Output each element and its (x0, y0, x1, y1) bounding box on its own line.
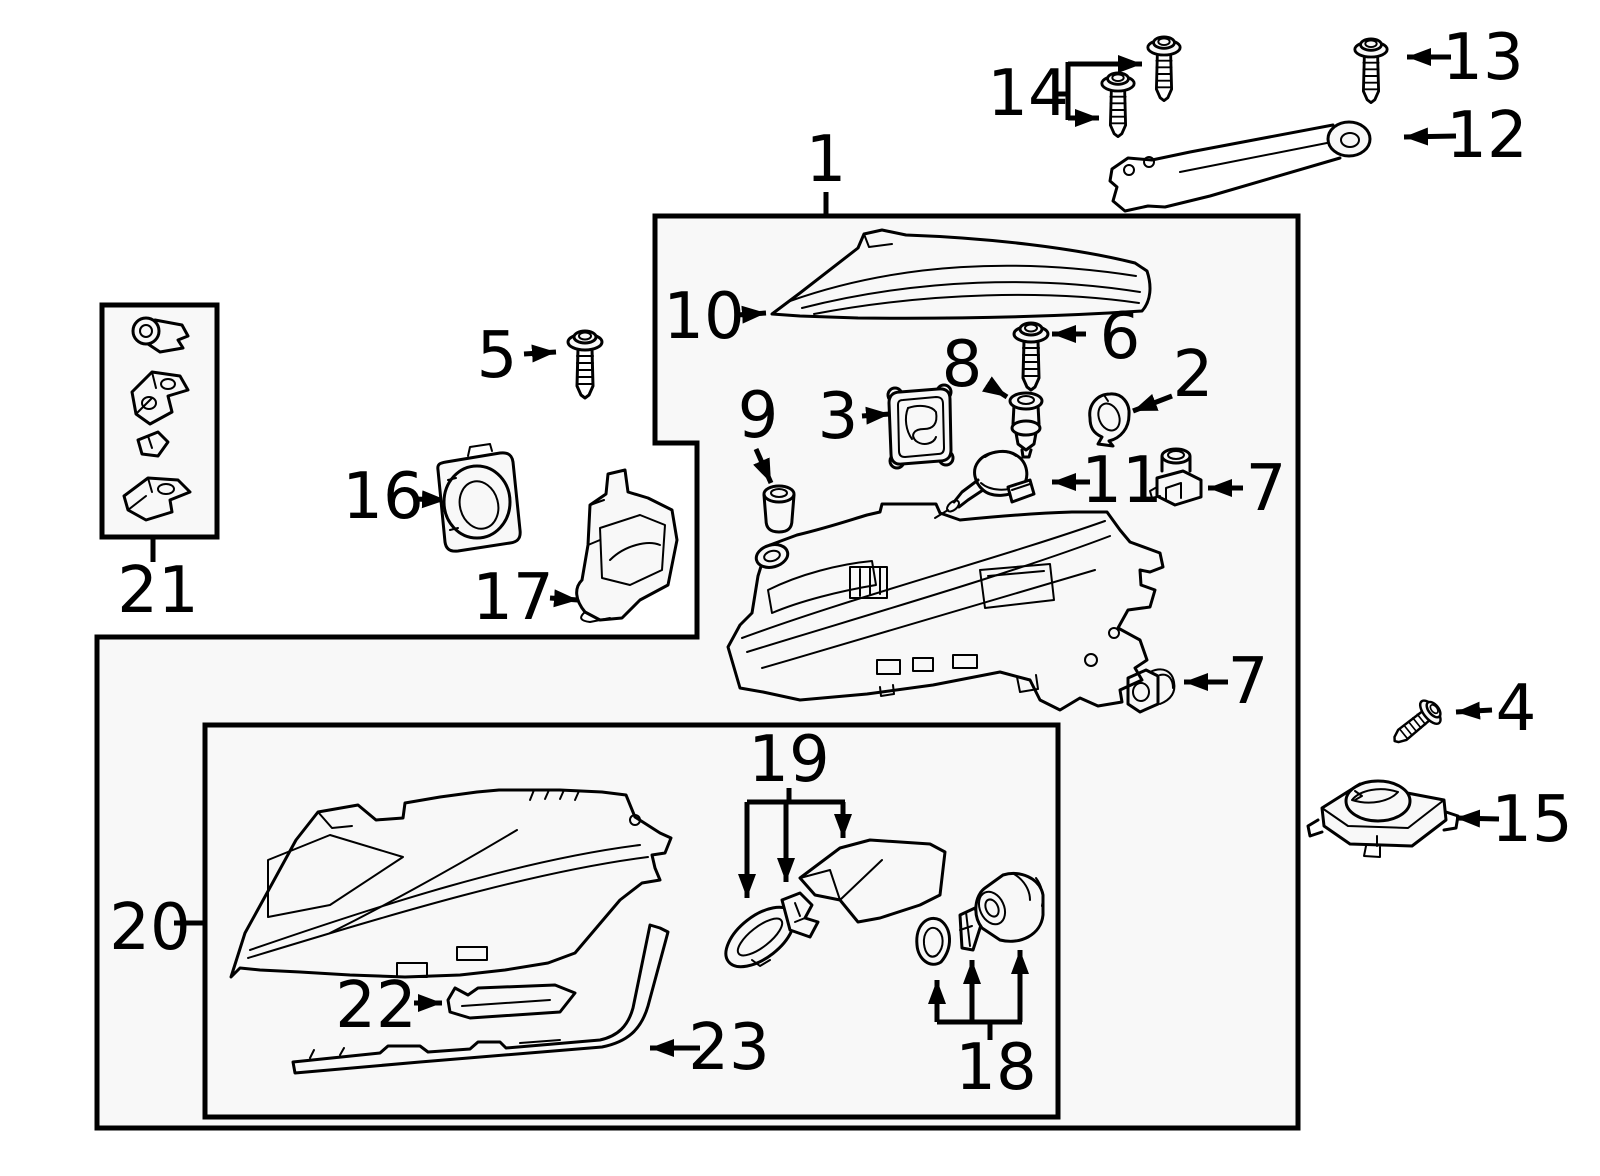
callout-4[interactable]: 4 (1496, 672, 1537, 746)
part-21-clip-kit-drawing (122, 316, 192, 522)
part-19-seal-set-drawing (724, 838, 947, 969)
callout-2[interactable]: 2 (1173, 338, 1214, 412)
part-22-molding-drawing (446, 983, 577, 1020)
part-13-bolt-drawing (1353, 37, 1389, 105)
callout-6[interactable]: 6 (1100, 300, 1141, 374)
callout-8[interactable]: 8 (942, 328, 983, 402)
part-17-bracket-drawing (575, 468, 679, 623)
callout-10[interactable]: 10 (663, 280, 744, 354)
part-7-lower-nut-drawing (1126, 668, 1176, 714)
part-5-bolt-drawing (566, 329, 604, 400)
leader-arrows (150, 48, 1500, 1057)
part-18-socket-set-drawing (915, 872, 1045, 966)
part-23-molding-drawing (291, 923, 670, 1075)
part-3-bracket-plate-drawing (886, 383, 955, 470)
part-9-grommet-drawing (762, 484, 796, 534)
headlamp-assembly-drawing (726, 502, 1165, 712)
part-16-led-module-drawing (436, 443, 522, 553)
callout-15[interactable]: 15 (1491, 783, 1572, 857)
part-4-bolt-drawing (1384, 694, 1448, 754)
callout-17[interactable]: 17 (472, 561, 553, 635)
callout-16[interactable]: 16 (342, 460, 423, 534)
part-7-upper-nut-drawing (1149, 447, 1203, 507)
callout-23[interactable]: 23 (688, 1011, 769, 1085)
callout-21[interactable]: 21 (117, 554, 198, 628)
part-14-bolts-drawing (1100, 35, 1182, 139)
callout-14[interactable]: 14 (987, 57, 1068, 131)
callout-13[interactable]: 13 (1442, 21, 1523, 95)
part-8-push-pin-drawing (1008, 391, 1044, 459)
callout-5[interactable]: 5 (477, 319, 518, 393)
part-12-bracket-arm-drawing (1108, 120, 1372, 213)
callout-1[interactable]: 1 (806, 123, 847, 197)
part-15-ballast-module-drawing (1306, 779, 1460, 858)
callout-22[interactable]: 22 (335, 969, 416, 1043)
callout-20[interactable]: 20 (109, 891, 190, 965)
callout-3[interactable]: 3 (818, 380, 859, 454)
part-2-retainer-drawing (1088, 392, 1131, 448)
callout-7-upper[interactable]: 7 (1246, 452, 1287, 526)
callout-11[interactable]: 11 (1081, 444, 1162, 518)
callout-7-lower[interactable]: 7 (1228, 645, 1269, 719)
callout-18[interactable]: 18 (955, 1031, 1036, 1105)
part-10-trim-drawing (770, 228, 1152, 320)
callout-19[interactable]: 19 (748, 723, 829, 797)
callout-12[interactable]: 12 (1446, 99, 1527, 173)
callout-9[interactable]: 9 (738, 379, 779, 453)
composite-assembly-box-20 (202, 722, 1061, 1120)
composite-headlamp-drawing (229, 788, 673, 979)
